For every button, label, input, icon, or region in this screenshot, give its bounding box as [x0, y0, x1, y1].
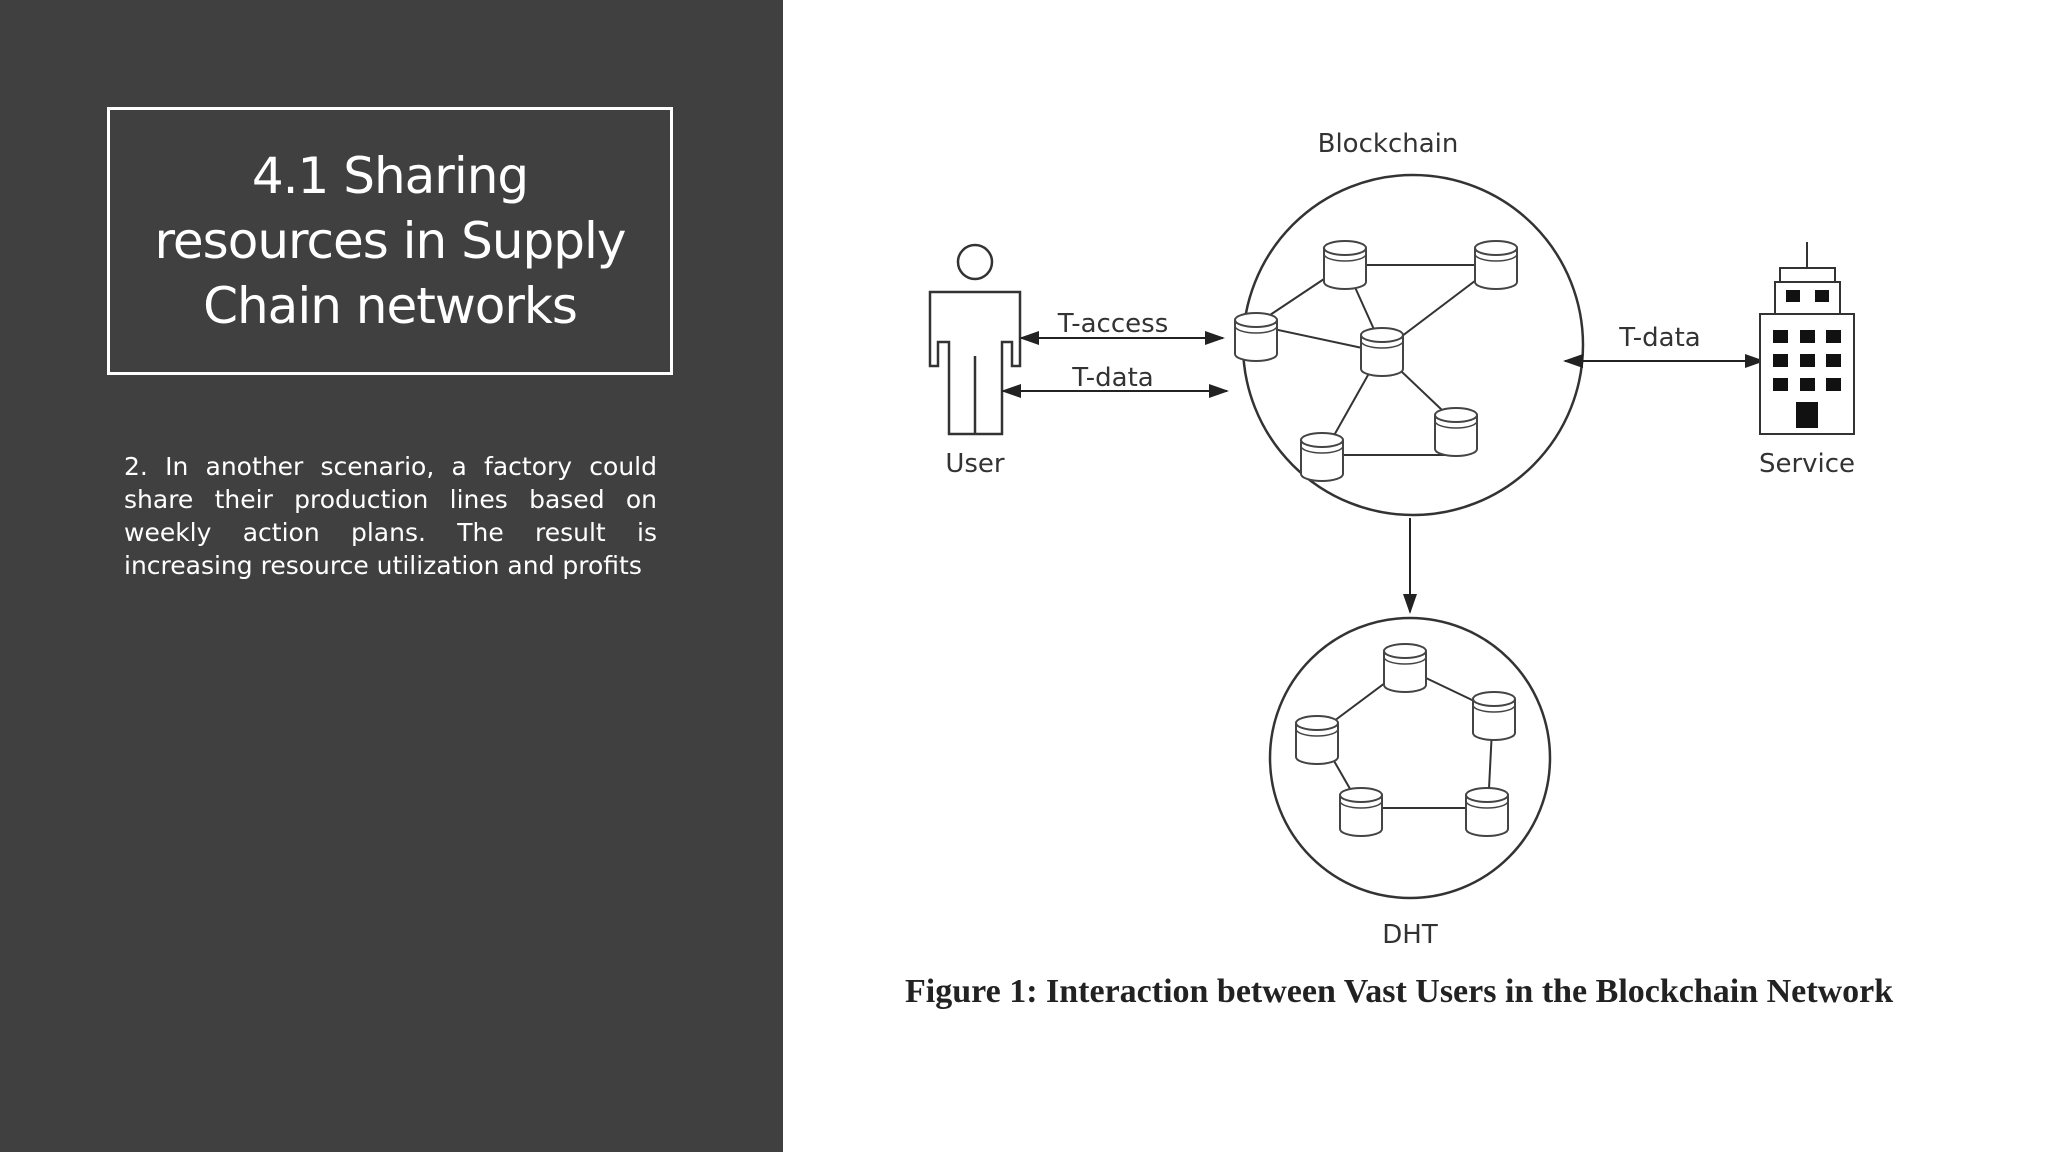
service-label: Service	[1759, 449, 1855, 479]
dht-circle	[1268, 616, 1552, 900]
user-icon	[928, 243, 1022, 436]
t-access-label: T-access	[1057, 309, 1169, 339]
title-box: 4.1 Sharing resources in Supply Chain ne…	[107, 107, 673, 375]
database-icon	[1339, 787, 1383, 837]
dht-label: DHT	[1382, 920, 1438, 950]
database-icon	[1300, 432, 1344, 482]
t-data-service-label: T-data	[1618, 323, 1700, 353]
blockchain-diagram: Blockchain User	[905, 129, 1893, 1010]
figure: Blockchain User	[783, 0, 2048, 1152]
database-icon	[1234, 312, 1278, 362]
blockchain-circle	[1241, 173, 1585, 517]
left-panel: 4.1 Sharing resources in Supply Chain ne…	[0, 0, 783, 1152]
figure-caption: Figure 1: Interaction between Vast Users…	[905, 973, 1893, 1010]
database-icon	[1360, 327, 1404, 377]
database-icon	[1434, 407, 1478, 457]
database-icon	[1472, 691, 1516, 741]
database-icon	[1383, 643, 1427, 693]
blockchain-nodes	[1234, 240, 1518, 482]
slide-body-text: 2. In another scenario, a factory could …	[124, 452, 657, 580]
database-icon	[1465, 787, 1509, 837]
database-icon	[1295, 715, 1339, 765]
database-icon	[1323, 240, 1367, 290]
blockchain-label: Blockchain	[1318, 129, 1459, 159]
t-data-user-label: T-data	[1071, 363, 1153, 393]
slide-title: 4.1 Sharing resources in Supply Chain ne…	[154, 146, 626, 335]
building-icon	[1759, 242, 1855, 435]
database-icon	[1474, 240, 1518, 290]
user-label: User	[945, 449, 1005, 479]
